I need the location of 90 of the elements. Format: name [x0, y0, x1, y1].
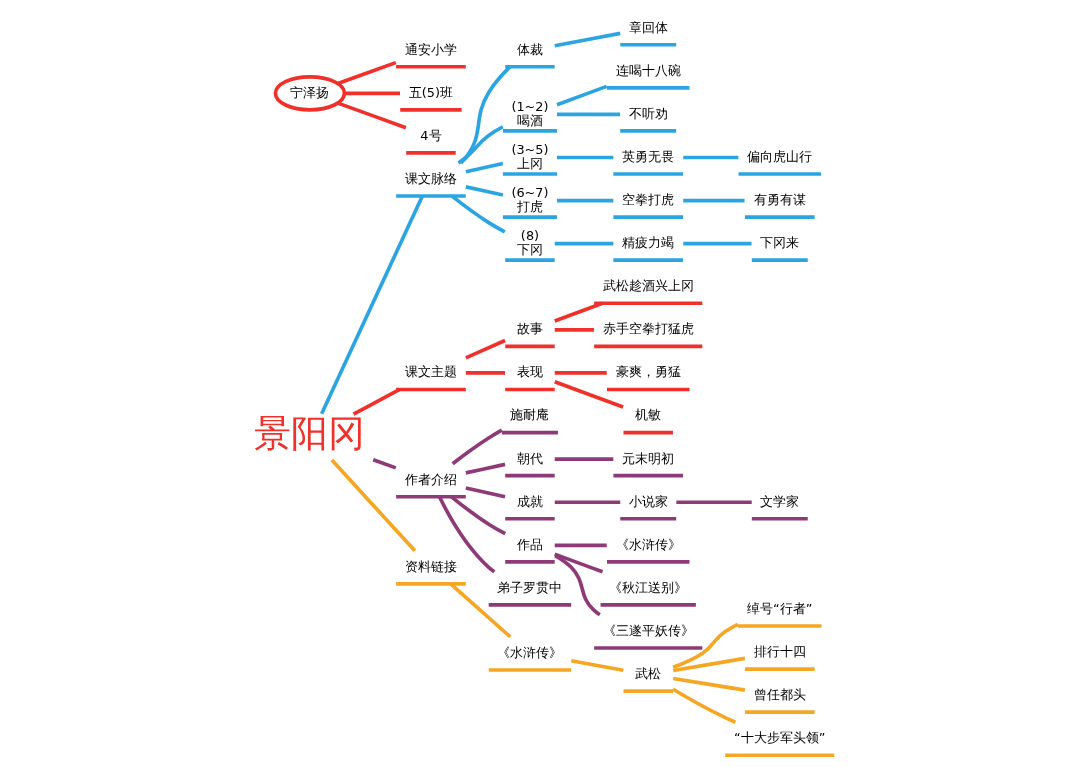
connector — [554, 500, 620, 505]
connector — [554, 457, 613, 461]
connector — [553, 31, 621, 48]
connector — [437, 495, 495, 574]
connector — [464, 185, 503, 197]
node-text: 景阳冈 — [253, 412, 365, 456]
node-text: 章回体 — [628, 19, 668, 35]
node-text: 成就 — [516, 493, 543, 509]
connector — [682, 155, 738, 160]
connector — [464, 338, 506, 360]
node-text: (3~5) 上冈 — [510, 142, 548, 171]
node-ellipse: 宁泽扬 — [273, 75, 346, 112]
connector — [672, 656, 745, 673]
connector — [456, 125, 504, 165]
connector — [464, 486, 505, 499]
connector — [570, 659, 624, 673]
node-text: 《三遂平妖传》 — [602, 622, 694, 638]
node-text: 课文脉络 — [404, 170, 457, 186]
connector — [459, 65, 511, 165]
node-text: 作者介绍 — [404, 471, 457, 487]
node-text: 不听劝 — [628, 105, 668, 121]
node-text: 英勇无畏 — [621, 148, 674, 164]
connector — [553, 380, 624, 409]
node-text: 豪爽，勇猛 — [615, 364, 681, 380]
node-text: 《水浒传》 — [615, 536, 681, 552]
node-text: 有勇有谋 — [753, 191, 806, 207]
node-text: 施耐庵 — [509, 407, 549, 423]
node-text: 空拳打虎 — [621, 191, 674, 207]
connector — [372, 457, 396, 470]
connector — [465, 371, 505, 375]
connector — [451, 428, 503, 466]
connector — [554, 328, 594, 332]
node-text: 机敏 — [634, 407, 661, 423]
node-text: (6~7) 打虎 — [510, 185, 548, 214]
node-text: 《秋江送别》 — [608, 579, 687, 595]
node-text: 精疲力竭 — [621, 235, 674, 251]
node-text: 偏向虎山行 — [746, 148, 812, 164]
connector — [464, 161, 503, 174]
connector — [556, 155, 613, 160]
connector — [343, 91, 400, 96]
node-text: “十大步军头领” — [733, 730, 825, 746]
connector — [554, 371, 607, 375]
connector — [448, 582, 512, 639]
connector — [554, 241, 613, 246]
node-text: 赤手空拳打猛虎 — [602, 321, 694, 337]
connector — [672, 676, 745, 692]
connector — [671, 687, 736, 724]
connector — [336, 60, 396, 86]
connector — [330, 458, 416, 552]
node-text: 连喝十八碗 — [615, 62, 681, 78]
node-text: 元末明初 — [621, 450, 674, 466]
node-text: (1~2) 喝酒 — [510, 98, 548, 128]
node-text: 表现 — [516, 364, 543, 380]
node-text: 武松趁酒兴上冈 — [602, 278, 694, 294]
connector — [556, 198, 613, 203]
node-text: 资料链接 — [404, 558, 457, 574]
node-text: 朝代 — [516, 450, 543, 466]
connector — [352, 387, 400, 416]
node-text: 小说家 — [628, 493, 668, 509]
connector — [450, 194, 506, 234]
connector — [555, 84, 607, 107]
node-text: 故事 — [516, 321, 543, 337]
node-text: 五(5)班 — [408, 84, 453, 100]
node-text: (8) 下冈 — [516, 228, 543, 257]
node-text: 体裁 — [516, 41, 543, 57]
connector — [464, 462, 505, 475]
connector — [336, 101, 407, 130]
connector — [672, 622, 739, 670]
node-text: 《水浒传》 — [496, 644, 562, 660]
node-text: 弟子罗贯中 — [496, 579, 562, 595]
connector — [553, 301, 603, 323]
connector — [682, 241, 752, 246]
connector — [553, 553, 601, 617]
connector — [682, 198, 745, 203]
node-text: 课文主题 — [404, 364, 457, 380]
connector — [675, 500, 752, 505]
node-text: 文学家 — [759, 493, 799, 509]
node-text: 4号 — [419, 127, 442, 143]
connector — [556, 112, 620, 117]
connector — [319, 195, 424, 415]
connector — [553, 552, 603, 574]
node-text: 作品 — [516, 536, 543, 552]
node-text: 排行十四 — [753, 643, 806, 659]
node-text: 下冈来 — [759, 235, 799, 251]
connector — [554, 543, 607, 548]
node-text: 曾任都头 — [753, 687, 806, 703]
node-text: 通安小学 — [404, 41, 457, 57]
node-text: 绰号“行者” — [746, 600, 812, 616]
node-text: 武松 — [634, 665, 661, 681]
connector — [449, 495, 506, 536]
